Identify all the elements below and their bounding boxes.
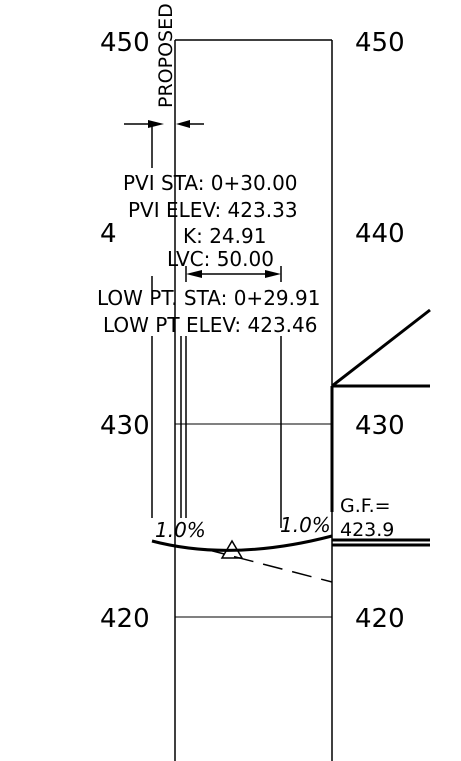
elev-label-420-right: 420 (355, 604, 405, 634)
elev-label-440-right: 440 (355, 219, 405, 249)
existing-grade-dashed-line (204, 548, 333, 583)
pvi-station-text: PVI STA: 0+30.00 (123, 171, 298, 195)
grade-right-text: 1.0% (280, 513, 331, 537)
elev-label-450-right: 450 (355, 28, 405, 58)
gf-value-text: 423.9 (340, 519, 394, 541)
grade-left-text: 1.0% (155, 518, 206, 542)
lvc-text: LVC: 50.00 (167, 247, 274, 271)
lvc-arrow-left-head (186, 270, 202, 278)
low-point-elevation-text: LOW PT ELEV: 423.46 (103, 313, 317, 337)
pvi-arrow-right-head (176, 120, 190, 128)
elev-label-440-left: 4 (100, 219, 117, 249)
pvi-elevation-text: PVI ELEV: 423.33 (128, 198, 298, 222)
elev-label-430-left: 430 (100, 411, 150, 441)
gf-label-text: G.F.= (340, 495, 391, 517)
building-slope-line (331, 308, 431, 388)
pvi-triangle-marker (220, 539, 244, 559)
k-value-text: K: 24.91 (183, 224, 266, 248)
low-point-station-text: LOW PT. STA: 0+29.91 (97, 286, 320, 310)
proposed-vertical-label: PROPOSED (155, 3, 177, 108)
elev-label-450-left: 450 (100, 28, 150, 58)
elev-label-420-left: 420 (100, 604, 150, 634)
lvc-arrow-right-head (265, 270, 281, 278)
pvi-arrow-left-head (148, 120, 164, 128)
elev-label-430-right: 430 (355, 411, 405, 441)
